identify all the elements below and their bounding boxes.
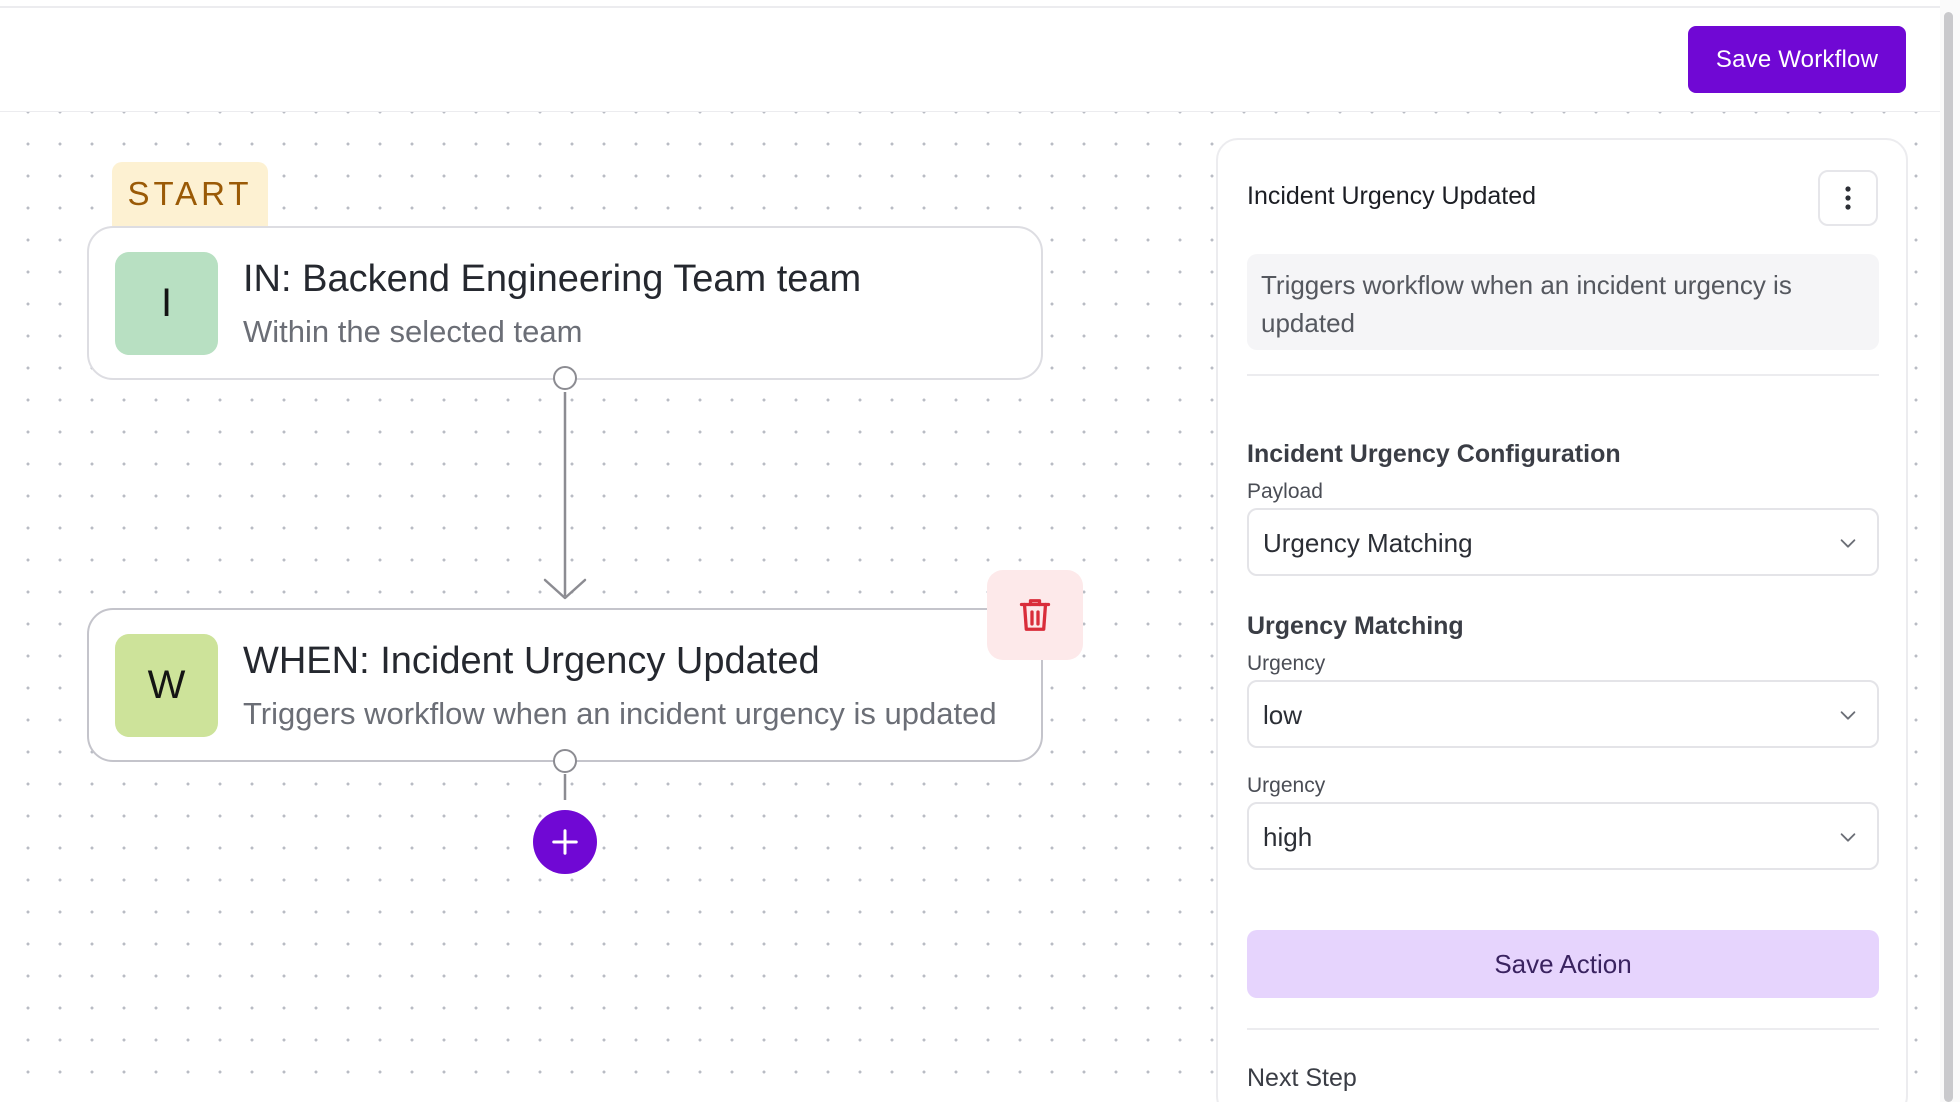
- node-title: IN: Backend Engineering Team team: [243, 258, 862, 300]
- urgency-label: Urgency: [1247, 652, 1326, 675]
- panel-description: Triggers workflow when an incident urgen…: [1247, 254, 1879, 350]
- node-avatar: W: [115, 634, 218, 737]
- top-border: [0, 0, 1940, 8]
- node-title: WHEN: Incident Urgency Updated: [243, 640, 820, 682]
- chevron-down-icon: [1840, 539, 1856, 548]
- urgency-select-value: high: [1263, 822, 1313, 852]
- matching-section-title: Urgency Matching: [1247, 612, 1464, 640]
- trigger-node-team[interactable]: I IN: Backend Engineering Team team With…: [87, 226, 1043, 380]
- start-label: START: [112, 162, 268, 226]
- add-step-button[interactable]: [533, 810, 597, 874]
- chevron-down-icon: [1840, 711, 1856, 720]
- node-subtitle: Within the selected team: [243, 314, 583, 349]
- config-section-title: Incident Urgency Configuration: [1247, 440, 1621, 468]
- node-avatar: I: [115, 252, 218, 355]
- output-port[interactable]: [553, 749, 577, 773]
- panel-title: Incident Urgency Updated: [1247, 182, 1537, 210]
- scrollbar-thumb[interactable]: [1944, 12, 1953, 1102]
- header-bar: Save Workflow: [0, 8, 1940, 112]
- delete-node-button[interactable]: [987, 570, 1083, 660]
- kebab-menu-icon: [1845, 186, 1851, 210]
- payload-label: Payload: [1247, 480, 1323, 503]
- payload-select[interactable]: Urgency Matching: [1247, 508, 1879, 576]
- payload-select-value: Urgency Matching: [1263, 528, 1473, 558]
- node-subtitle: Triggers workflow when an incident urgen…: [243, 696, 997, 731]
- save-workflow-button[interactable]: Save Workflow: [1688, 26, 1906, 93]
- plus-icon: [552, 829, 578, 855]
- trash-icon: [1019, 599, 1051, 631]
- output-port[interactable]: [553, 366, 577, 390]
- urgency-label: Urgency: [1247, 774, 1326, 797]
- urgency-select-high[interactable]: high: [1247, 802, 1879, 870]
- config-panel: Incident Urgency Updated Triggers workfl…: [1216, 138, 1908, 1102]
- urgency-select-low[interactable]: low: [1247, 680, 1879, 748]
- next-step-heading: Next Step: [1247, 1064, 1357, 1092]
- urgency-select-value: low: [1263, 700, 1303, 730]
- chevron-down-icon: [1840, 833, 1856, 842]
- panel-menu-button[interactable]: [1818, 170, 1878, 226]
- save-action-button[interactable]: Save Action: [1247, 930, 1879, 998]
- divider: [1247, 1028, 1879, 1030]
- divider: [1247, 374, 1879, 376]
- trigger-node-urgency-updated[interactable]: W WHEN: Incident Urgency Updated Trigger…: [87, 608, 1043, 762]
